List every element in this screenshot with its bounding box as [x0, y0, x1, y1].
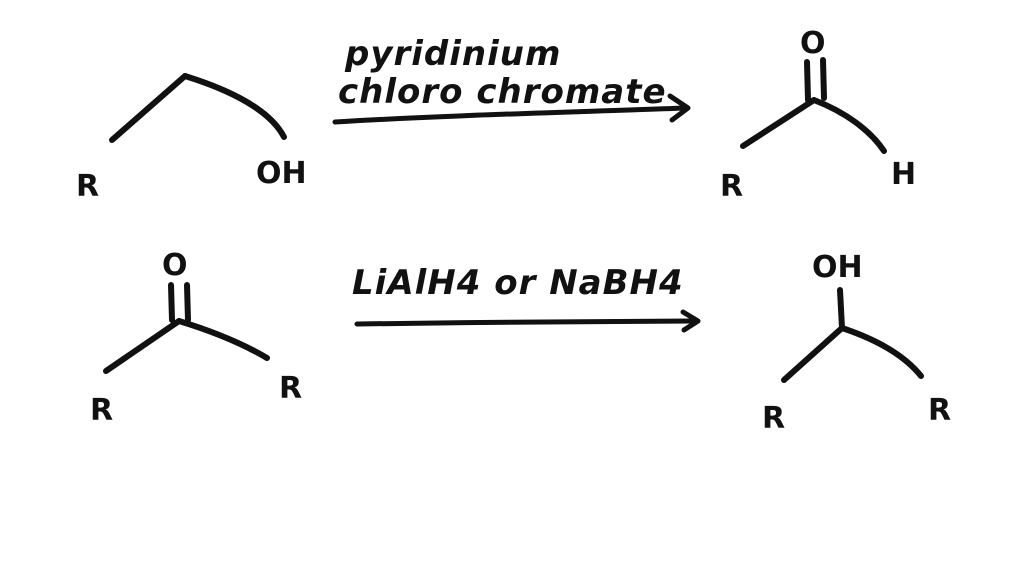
reagent-text: LiAlH4 or NaBH4	[352, 263, 684, 303]
carbonyl-oxygen-label: O	[162, 248, 188, 283]
double-bond-left	[168, 282, 175, 323]
r-group-label: R	[720, 169, 743, 204]
arrow-head-2	[680, 309, 701, 333]
bond-r-carbonyl	[740, 97, 817, 149]
bond-carbonyl-h	[811, 97, 887, 154]
reagent-line-2: chloro chromate	[338, 72, 667, 112]
bond-c-oh	[837, 287, 845, 331]
reaction-arrow-2	[354, 318, 698, 327]
aldehyde-structure: O R H	[720, 26, 916, 204]
bond-c-r-right	[839, 325, 924, 379]
bond-r-carbonyl	[103, 318, 182, 374]
primary-alcohol-structure: R OH	[76, 73, 307, 204]
r-group-label-left: R	[90, 393, 113, 428]
bond-c-oh	[182, 73, 287, 140]
hydroxyl-label: OH	[256, 156, 307, 191]
reaction-arrow-1	[332, 105, 688, 125]
ketone-structure: O R R	[90, 248, 302, 428]
reagent-hydride: LiAlH4 or NaBH4	[352, 263, 701, 333]
double-bond-right	[184, 282, 191, 323]
double-bond-left	[804, 59, 811, 103]
r-group-label-right: R	[279, 371, 302, 406]
reaction-2: O R R LiAlH4 or NaBH4 OH R R	[90, 248, 951, 436]
bond-c-r-left	[781, 325, 845, 383]
r-group-label: R	[76, 169, 99, 204]
r-group-label-left: R	[762, 401, 785, 436]
bond-carbonyl-r	[176, 318, 270, 361]
secondary-alcohol-structure: OH R R	[762, 250, 951, 436]
carbonyl-oxygen-label: O	[800, 26, 826, 61]
reagent-line-1: pyridinium	[344, 34, 561, 74]
r-group-label-right: R	[928, 393, 951, 428]
bond-r-c	[109, 73, 188, 143]
hydroxyl-label: OH	[812, 250, 863, 285]
double-bond-right	[820, 57, 827, 101]
arrow-head-1	[667, 93, 691, 123]
reagent-pcc: pyridinium chloro chromate	[332, 34, 691, 125]
reaction-1: R OH pyridinium chloro chromate O R H	[76, 26, 916, 204]
hydrogen-label: H	[891, 157, 916, 192]
